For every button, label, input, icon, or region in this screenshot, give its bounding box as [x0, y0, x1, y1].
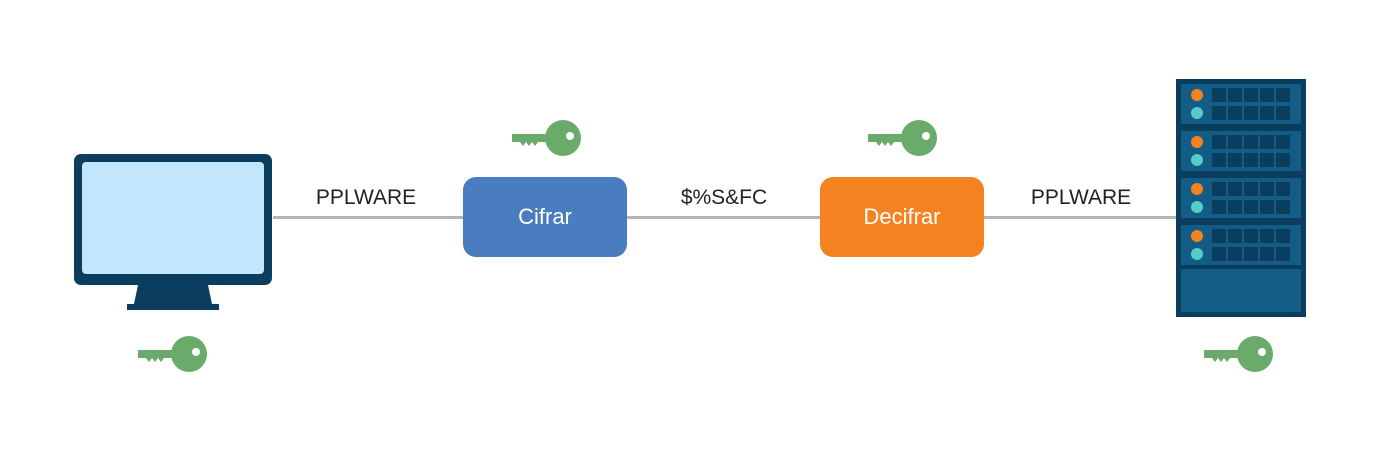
server-rack-icon — [1176, 79, 1306, 317]
ciphertext-label: $%S&FC — [680, 186, 768, 209]
cipher-box: Cifrar — [463, 177, 627, 257]
plaintext-label-right: PPLWARE — [1030, 186, 1132, 209]
connector-cipher-to-decipher — [625, 216, 822, 219]
connector-client-to-cipher — [273, 216, 465, 219]
key-icon-decipher — [868, 120, 937, 156]
computer-monitor-icon — [74, 154, 272, 310]
plaintext-label-left: PPLWARE — [315, 186, 417, 209]
key-icon-client — [138, 336, 207, 372]
decipher-box: Decifrar — [820, 177, 984, 257]
key-icon-server — [1204, 336, 1273, 372]
decipher-box-label: Decifrar — [863, 204, 941, 229]
key-icon-cipher — [512, 120, 581, 156]
cipher-box-label: Cifrar — [518, 204, 572, 229]
connector-decipher-to-server — [982, 216, 1178, 219]
